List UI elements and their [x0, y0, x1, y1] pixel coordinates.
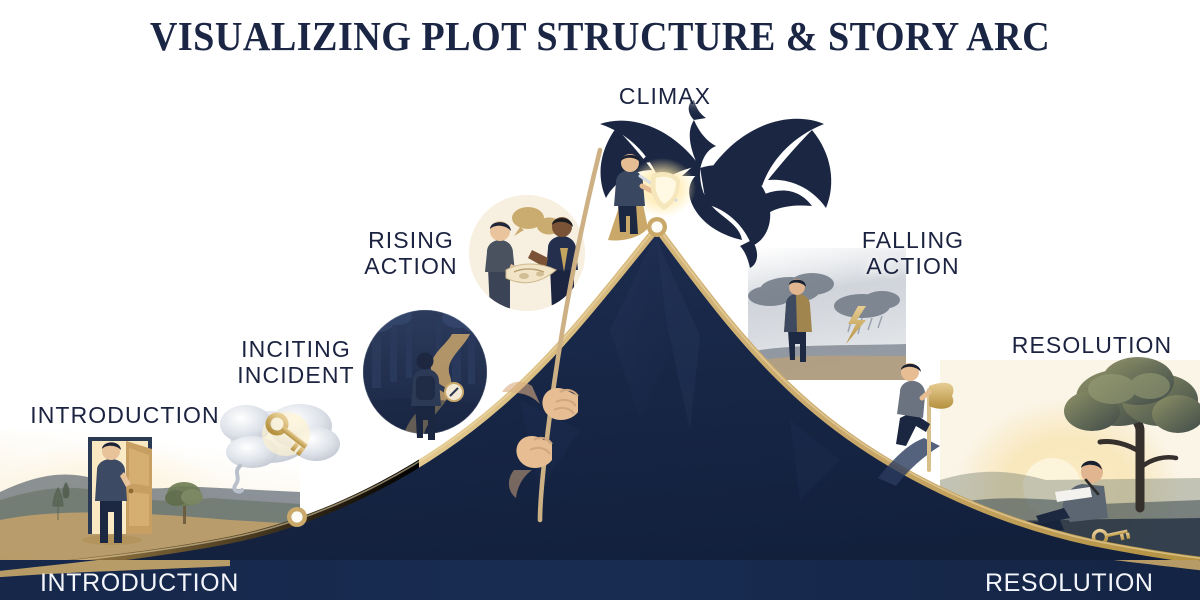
tree-icon [1064, 357, 1200, 513]
storm-walk [748, 248, 906, 380]
mountain-silhouette [0, 230, 1200, 600]
map-icon [505, 263, 557, 284]
bottom-band [0, 560, 1200, 600]
dragon-battle [600, 100, 832, 268]
rope-icon [537, 147, 603, 523]
stage-label-rising-action: RISING ACTION [364, 227, 458, 279]
flag-planting [878, 363, 954, 486]
stage-label-inciting-incident: INCITING INCIDENT [237, 336, 355, 388]
stage-label-climax: CLIMAX [618, 83, 712, 109]
shield-icon [650, 172, 680, 210]
stage-label-resolution: RESOLUTION [1011, 332, 1173, 358]
story-arc-highlight [0, 224, 1200, 570]
page-title: VISUALIZING PLOT STRUCTURE & STORY ARC [149, 13, 1051, 59]
key-icon [265, 412, 308, 457]
person-icon [82, 442, 142, 545]
hero-icon [608, 154, 680, 241]
arc-marker-inciting-incident[interactable] [287, 507, 307, 527]
band-label-introduction: INTRODUCTION [40, 569, 239, 597]
lightning-icon [846, 306, 866, 344]
arc-marker-climax[interactable] [647, 217, 667, 237]
stage-label-falling-action: FALLING ACTION [861, 227, 965, 279]
person-icon [896, 363, 932, 446]
climbing-rope [502, 147, 603, 523]
band-label-resolution: RESOLUTION [985, 569, 1154, 597]
hand-icon [508, 436, 553, 498]
conversation-circle [469, 195, 585, 311]
key-thought-cloud [220, 404, 340, 494]
writer-icon [1014, 460, 1108, 536]
person-icon [784, 279, 812, 362]
story-arc-curve [0, 222, 1200, 575]
stage-label-introduction: INTRODUCTION [30, 402, 220, 428]
flag-icon [929, 382, 954, 409]
backpacker-icon [411, 352, 464, 440]
hand-icon [502, 381, 579, 420]
